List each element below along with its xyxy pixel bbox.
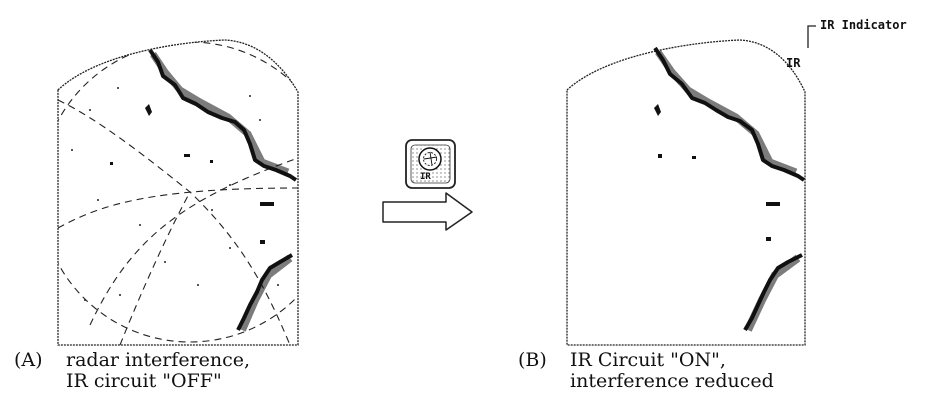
caption-b-line2: interference reduced — [570, 370, 774, 392]
right-arrow-icon — [382, 192, 473, 231]
ir-indicator-mark: IR — [786, 56, 801, 70]
ir-button[interactable] — [405, 139, 456, 189]
coastline-b — [653, 46, 806, 332]
interference-arcs — [58, 41, 298, 345]
targets-b — [654, 104, 780, 241]
ir-button-label: IR — [420, 172, 431, 182]
caption-a-line2: IR circuit "OFF" — [66, 370, 222, 392]
radar-screen-b — [566, 39, 806, 346]
caption-a-line1: radar interference, — [66, 349, 251, 371]
caption-b-line1: IR Circuit "ON", — [570, 349, 726, 371]
screen-a-outline — [57, 39, 299, 346]
screen-b-outline — [566, 39, 806, 346]
noise-dots-a — [71, 87, 279, 301]
caption-b-marker: (B) — [518, 349, 547, 371]
radar-screen-a — [57, 39, 299, 346]
ir-indicator-label: IR Indicator — [820, 18, 907, 32]
indicator-leader-line — [807, 25, 816, 48]
targets-a — [110, 104, 274, 244]
ir-button-radar-icon — [418, 147, 442, 171]
caption-a-marker: (A) — [14, 349, 43, 371]
